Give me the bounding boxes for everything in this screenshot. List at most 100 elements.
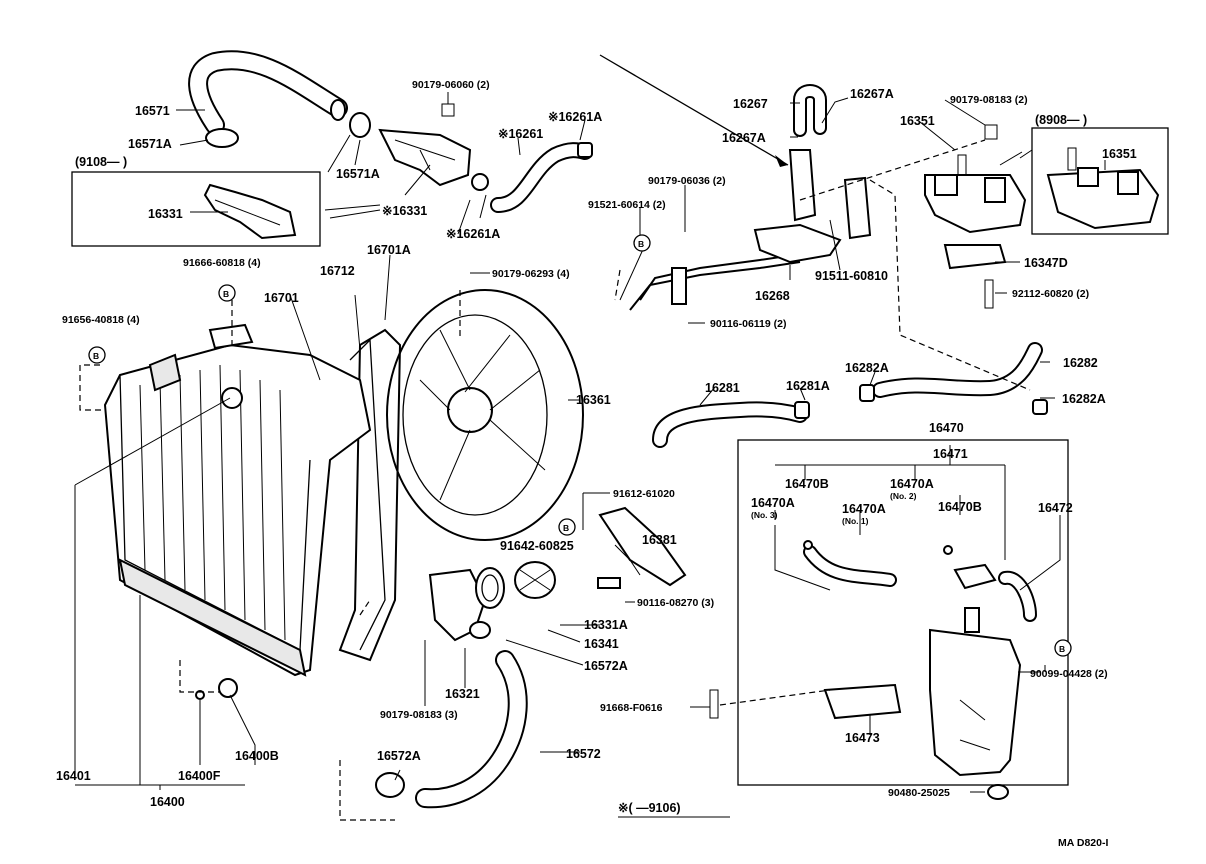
- diagram-reference-code: MA D820-I: [1058, 837, 1108, 849]
- water-inlet-housing: [428, 567, 505, 642]
- label-16261: ※16261: [498, 127, 543, 141]
- label-16473: 16473: [845, 731, 880, 745]
- label-16331A: 16331A: [584, 618, 628, 632]
- upper-radiator-hose: [188, 50, 371, 148]
- grommet: [987, 784, 1009, 800]
- label-90179-08183: 90179-08183 (3): [380, 709, 458, 721]
- label-90116-06119: 90116-06119 (2): [710, 318, 786, 330]
- label-9108: (9108— ): [75, 155, 127, 169]
- label-16701: 16701: [264, 291, 299, 305]
- label-91511-60810: 91511-60810: [815, 269, 888, 283]
- drain-cock: [218, 678, 238, 698]
- label-16267A: 16267A: [850, 87, 894, 101]
- label-16572A: 16572A: [584, 659, 628, 673]
- label-16400: 16400: [150, 795, 185, 809]
- label-16400B: 16400B: [235, 749, 279, 763]
- bolt-icon: [709, 689, 719, 719]
- label-16381: 16381: [642, 533, 677, 547]
- label-16281A: 16281A: [786, 379, 830, 393]
- label-90179-08183: 90179-08183 (2): [950, 94, 1028, 106]
- leader-lines: [74, 97, 1106, 821]
- label-90179-06060: 90179-06060 (2): [412, 79, 490, 91]
- label-16571A: 16571A: [336, 167, 380, 181]
- water-bypass-pipe: [629, 149, 872, 311]
- label-16351: 16351: [900, 114, 935, 128]
- label-16470A-no3: 16470A: [751, 496, 795, 510]
- label-16712: 16712: [320, 264, 355, 278]
- label-8908: (8908— ): [1035, 113, 1087, 127]
- pointer-arrow: [599, 54, 789, 166]
- bypass-hose: [490, 142, 593, 213]
- label-16321: 16321: [445, 687, 480, 701]
- label-16282A: 16282A: [1062, 392, 1106, 406]
- drain-cock-plug: [195, 690, 205, 700]
- label-16261A: ※16261A: [548, 110, 602, 124]
- label-16472: 16472: [1038, 501, 1073, 515]
- label-16571: 16571: [135, 104, 170, 118]
- temp-sensor: [597, 577, 621, 589]
- label-16470B: 16470B: [785, 477, 829, 491]
- heater-valve-16351: [924, 154, 1027, 234]
- label-no2: (No. 2): [890, 491, 917, 501]
- label-16470A-no1: 16470A: [842, 502, 886, 516]
- label-16268: 16268: [755, 289, 790, 303]
- label-16267A: 16267A: [722, 131, 766, 145]
- label-16701A: 16701A: [367, 243, 411, 257]
- label-90179-06036: 90179-06036 (2): [648, 175, 726, 187]
- label-16351: 16351: [1102, 147, 1137, 161]
- label-16331: 16331: [148, 207, 183, 221]
- label-16571A: 16571A: [128, 137, 172, 151]
- label-92112-60820: 92112-60820 (2): [1012, 288, 1089, 300]
- label-16572: 16572: [566, 747, 601, 761]
- stud-bolt-icon: [984, 279, 994, 309]
- label-90116-08270: 90116-08270 (3): [637, 597, 714, 609]
- gasket-16347D: [943, 244, 1007, 270]
- label-90480-25025: 90480-25025: [888, 787, 950, 799]
- hose-clamp-icon: [375, 772, 405, 798]
- part-labels: 16571 16571A 16571A (9108— ) 16331 ※1633…: [56, 79, 1137, 849]
- variant-box-8908: [1031, 127, 1169, 235]
- label-16281: 16281: [705, 381, 740, 395]
- label-16471: 16471: [933, 447, 968, 461]
- label-91656-40818: 91656-40818 (4): [62, 314, 140, 326]
- label-91612-61020: 91612-61020: [613, 488, 675, 500]
- thermostat-16331A: [514, 561, 556, 599]
- svg-text:B: B: [563, 523, 569, 533]
- bolt-icon: [441, 103, 455, 117]
- radiator-assembly: [103, 343, 372, 677]
- svg-text:B: B: [223, 289, 229, 299]
- label-16282: 16282: [1063, 356, 1098, 370]
- label-no1: (No. 1): [842, 516, 869, 526]
- label-16361: 16361: [576, 393, 611, 407]
- label-9106: ※( —9106): [618, 801, 681, 815]
- label-16401: 16401: [56, 769, 91, 783]
- variant-box-9108: [71, 171, 321, 247]
- label-16347D: 16347D: [1024, 256, 1068, 270]
- label-16572A: 16572A: [377, 749, 421, 763]
- label-91666-60818: 91666-60818 (4): [183, 257, 261, 269]
- label-16470A-no2: 16470A: [890, 477, 934, 491]
- label-16331-star: ※16331: [382, 204, 427, 218]
- label-91521-60614: 91521-60614 (2): [588, 199, 666, 211]
- b-markers: B B B B B: [88, 234, 1072, 657]
- label-91668-F0616: 91668-F0616: [600, 702, 663, 714]
- hose-16281: [652, 401, 810, 448]
- label-no3: (No. 3): [751, 510, 778, 520]
- hose-clamp-icon: [205, 128, 239, 148]
- svg-text:B: B: [638, 239, 644, 249]
- label-16267: 16267: [733, 97, 768, 111]
- label-16470B: 16470B: [938, 500, 982, 514]
- hose-16282: [859, 342, 1048, 415]
- label-90099-04428: 90099-04428 (2): [1030, 668, 1108, 680]
- direction-arrow: [999, 149, 1033, 166]
- bolt-icon: [984, 124, 998, 140]
- cooling-fan: [386, 289, 584, 541]
- label-16470: 16470: [929, 421, 964, 435]
- label-90179-06293: 90179-06293 (4): [492, 268, 570, 280]
- label-91642-60825: 91642-60825: [500, 539, 574, 553]
- water-outlet-housing: [378, 128, 489, 191]
- label-16400F: 16400F: [178, 769, 221, 783]
- radiator-cap: [208, 323, 254, 350]
- svg-text:B: B: [1059, 644, 1065, 654]
